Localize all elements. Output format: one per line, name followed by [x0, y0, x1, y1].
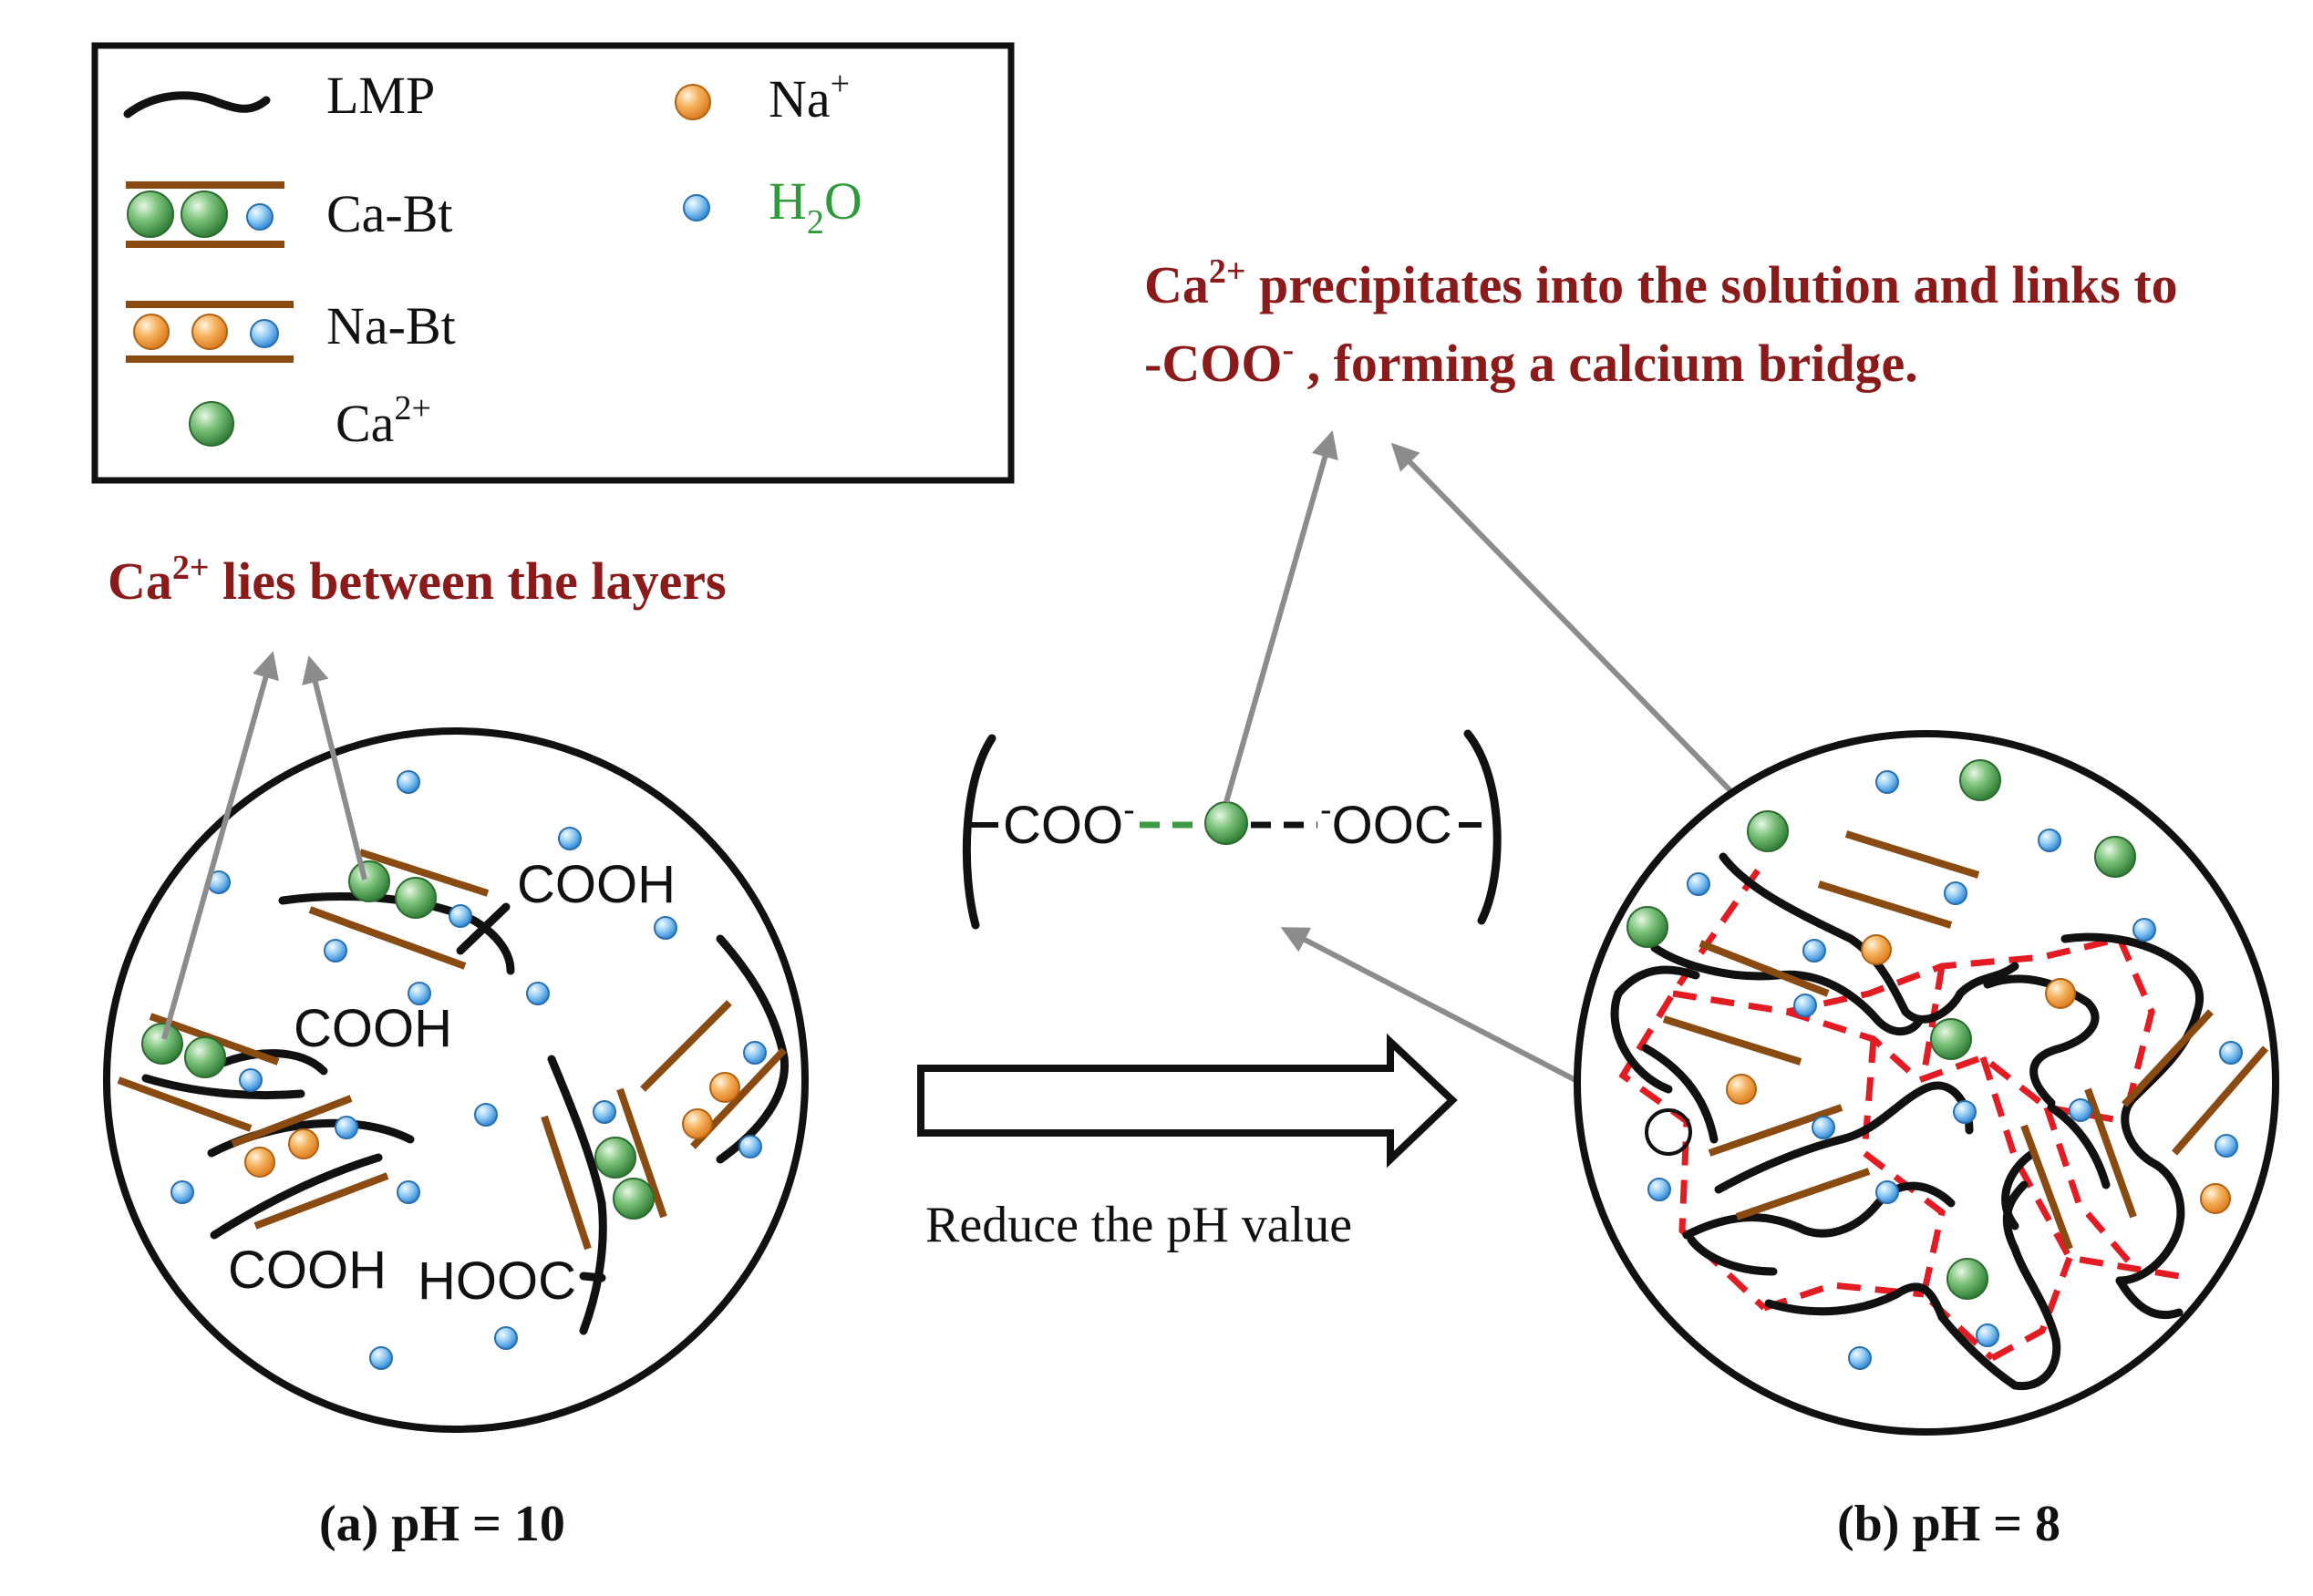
legend-label-lmp: LMP	[326, 66, 435, 125]
panel-b-sodium-ions	[1726, 934, 2231, 1214]
panel-a-label-cooh-1: COOH	[517, 855, 676, 914]
na-bentonite-icon	[126, 301, 294, 363]
panel-a-sodium-ions	[244, 1072, 740, 1178]
panel-a-clay-layers	[117, 849, 787, 1251]
panel-b-calcium-ions	[1626, 759, 2136, 1300]
panel-b-clay-layers	[1662, 830, 2269, 1251]
pointer-arrow-bridge-up	[1224, 430, 1338, 803]
legend-label-ca-ion: Ca2+	[336, 389, 431, 453]
note-calcium-bridge-line2: -COO- , forming a calcium bridge.	[1144, 331, 1918, 393]
calcium-bridge-formula: COO- -OOC	[962, 729, 1502, 930]
panel-a-label-cooh-2: COOH	[294, 999, 452, 1058]
water-molecule-icon	[683, 194, 710, 221]
legend-item-ca-ion: Ca2+	[189, 389, 431, 453]
legend-item-water: H2O	[683, 171, 862, 242]
ca-bentonite-icon	[126, 181, 284, 248]
calcium-ion-icon	[189, 401, 234, 447]
legend-frame	[91, 42, 1015, 484]
panel-b-water-molecules	[1647, 770, 2243, 1370]
note-calcium-bridge-line1: Ca2+ precipitates into the solution and …	[1144, 252, 2178, 314]
legend-label-na-ion: Na+	[769, 65, 850, 129]
legend-item-ca-bt: Ca-Bt	[126, 181, 453, 248]
formula-left-bracket	[962, 734, 996, 930]
reduce-ph-arrow-icon	[917, 1033, 1458, 1169]
panel-a-calcium-ions	[141, 860, 655, 1220]
legend-item-na-bt: Na-Bt	[126, 296, 456, 363]
panel-a-label-cooh-3: COOH	[228, 1241, 387, 1300]
panel-a-label-hooc: HOOC	[418, 1251, 576, 1311]
legend-item-na-ion: Na+	[675, 65, 850, 129]
legend-label-water: H2O	[769, 171, 862, 242]
pointer-arrow-a-right	[302, 655, 367, 880]
panel-a: COOH COOH COOH HOOC (a) pH = 10	[103, 727, 809, 1552]
sodium-ion-icon	[675, 84, 711, 120]
formula-right-bracket	[1463, 729, 1502, 925]
legend-label-na-bt: Na-Bt	[326, 296, 456, 355]
process-arrow: Reduce the pH value	[917, 1033, 1458, 1253]
formula-coo-left: COO-	[1003, 791, 1135, 855]
panel-a-caption: (a) pH = 10	[319, 1496, 565, 1552]
pointer-arrow-panel-b-up	[1390, 442, 1753, 814]
panel-a-circle	[103, 727, 809, 1433]
legend-item-lmp: LMP	[123, 66, 435, 125]
lmp-chain-icon	[123, 91, 271, 118]
formula-ooc-right: -OOC	[1320, 791, 1452, 855]
panel-b-circle	[1574, 730, 2279, 1436]
highlighted-bridge-circle	[1645, 1108, 1692, 1156]
bridge-calcium-ion	[1204, 801, 1248, 845]
panel-a-water-molecules	[170, 770, 767, 1370]
legend: LMP Ca-Bt Na-Bt Ca2+	[91, 42, 1015, 484]
panel-b: (b) pH = 8	[1574, 730, 2279, 1552]
process-arrow-label: Reduce the pH value	[925, 1197, 1352, 1253]
pointer-arrow-a-left	[161, 651, 279, 1040]
legend-label-ca-bt: Ca-Bt	[326, 184, 453, 243]
note-ca-between-layers: Ca2+ lies between the layers	[108, 549, 727, 611]
panel-b-caption: (b) pH = 8	[1837, 1496, 2060, 1552]
